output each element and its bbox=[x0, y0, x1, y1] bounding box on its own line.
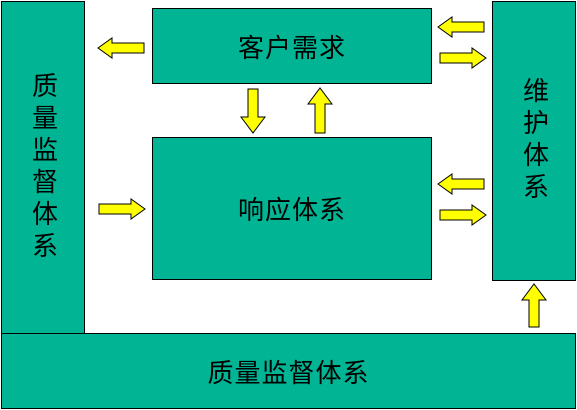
response-system-label: 响应体系 bbox=[237, 196, 346, 226]
arrow-right-customer-to-maintenance bbox=[439, 47, 487, 69]
customer-demand-box: 客户需求 bbox=[152, 8, 432, 84]
arrow-left-customer-to-quality bbox=[97, 37, 145, 59]
maintenance-system-label: 维护体系 bbox=[518, 77, 549, 205]
quality-supervision-bottom-label: 质量监督体系 bbox=[207, 358, 370, 389]
arrow-left-maintenance-to-response bbox=[437, 173, 485, 195]
arrow-down-customer-to-response bbox=[240, 88, 266, 134]
arrow-left-maintenance-to-customer bbox=[437, 16, 485, 38]
response-system-box: 响应体系 bbox=[152, 137, 432, 280]
customer-demand-label: 客户需求 bbox=[237, 33, 346, 64]
maintenance-system-box: 维护体系 bbox=[492, 1, 576, 281]
arrow-right-response-to-maintenance bbox=[439, 204, 487, 226]
arrow-right-quality-to-response bbox=[98, 198, 146, 220]
arrow-up-response-to-customer bbox=[307, 87, 333, 134]
quality-supervision-left-label: 质量监督体系 bbox=[27, 71, 58, 264]
quality-supervision-left-box: 质量监督体系 bbox=[1, 1, 85, 334]
quality-supervision-bottom-box: 质量监督体系 bbox=[1, 333, 576, 409]
arrow-up-quality-to-maintenance bbox=[521, 283, 547, 328]
